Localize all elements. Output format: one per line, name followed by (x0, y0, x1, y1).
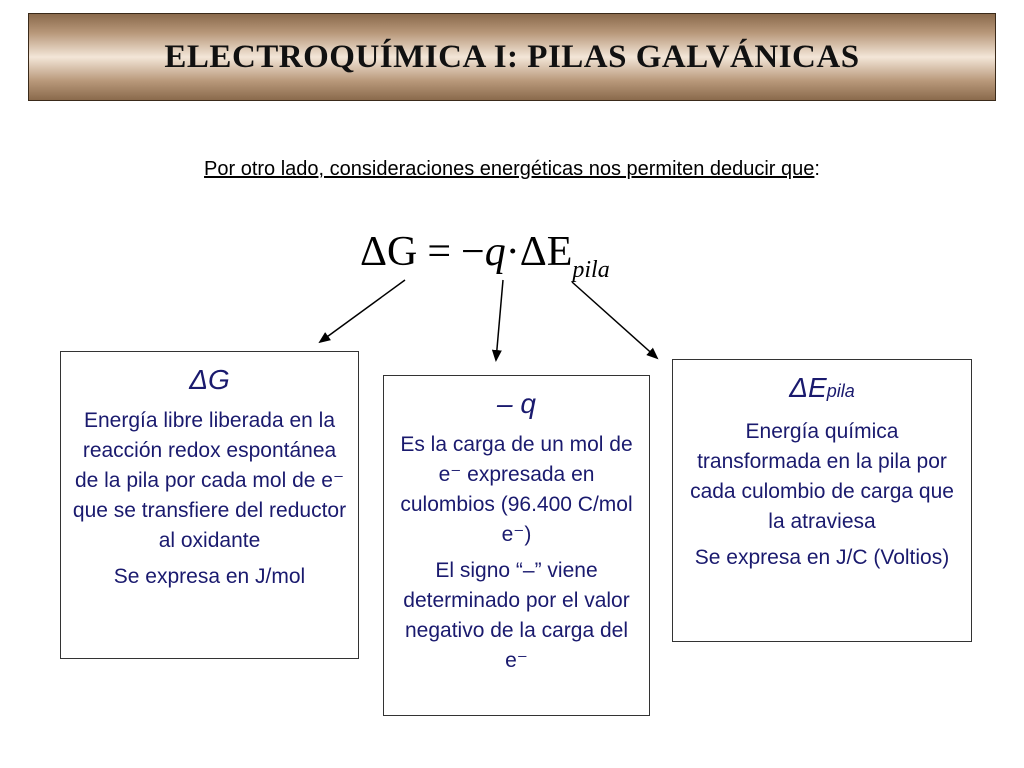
formula-minus: − (461, 229, 485, 275)
formula-equals: = (427, 229, 452, 275)
title-banner: ELECTROQUÍMICA I: PILAS GALVÁNICAS (28, 13, 996, 101)
delta-g-symbol: ΔG (189, 364, 230, 395)
charge-description: Es la carga de un mol de e⁻ expresada en… (400, 433, 633, 546)
formula-delta-g: ΔG (360, 229, 418, 275)
delta-g-box: ΔG Energía libre liberada en la reacción… (60, 351, 359, 659)
charge-symbol: – q (497, 388, 536, 419)
delta-g-units: Se expresa en J/mol (113, 565, 306, 588)
charge-box: – q Es la carga de un mol de e⁻ expresad… (383, 375, 650, 716)
intro-colon: : (814, 158, 820, 180)
charge-sign-note: El signo “–” viene determinado por el va… (403, 559, 630, 672)
delta-e-heading: ΔEpila (681, 370, 963, 409)
intro-sentence: Por otro lado, consideraciones energétic… (0, 158, 1024, 181)
delta-e-box: ΔEpila Energía química transformada en l… (672, 359, 972, 642)
formula-q: q (484, 229, 506, 275)
slide-title: ELECTROQUÍMICA I: PILAS GALVÁNICAS (164, 38, 860, 75)
delta-e-symbol: ΔE (789, 372, 827, 403)
gibbs-formula: ΔG=−q·ΔEpila (360, 228, 680, 298)
arrow-to-delta-e (571, 281, 659, 360)
delta-e-subscript: pila (826, 381, 855, 401)
delta-e-description: Energía química transformada en la pila … (690, 420, 954, 533)
arrow-to-delta-g (318, 279, 406, 344)
delta-g-description: Energía libre liberada en la reacción re… (72, 409, 347, 552)
intro-text: Por otro lado, consideraciones energétic… (204, 158, 815, 180)
formula-delta-e: ΔE (519, 229, 573, 275)
formula-subscript: pila (572, 257, 610, 283)
delta-e-units: Se expresa en J/C (Voltios) (694, 546, 950, 569)
arrow-to-q (491, 279, 504, 362)
formula-dot: · (505, 229, 520, 275)
